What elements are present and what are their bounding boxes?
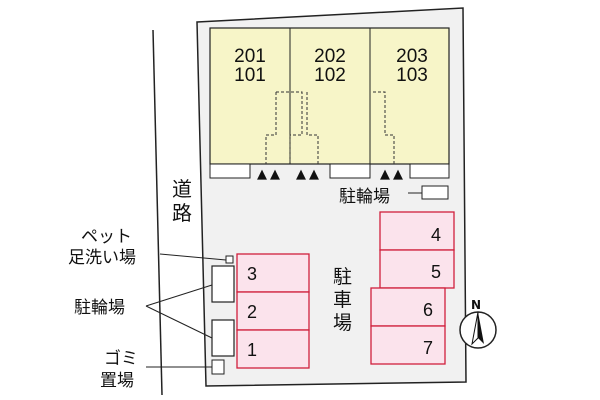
- parking-slot-6: [370, 287, 446, 327]
- bicycle-parking-right-area: [421, 185, 449, 200]
- north-arrow-needle-light: [471, 311, 479, 346]
- entrance-marker-2b: ▲: [309, 167, 319, 182]
- garbage-label-1: ゴミ: [104, 348, 138, 369]
- bicycle-parking-left-leader-2: [145, 305, 213, 339]
- unit-1-upper: 201: [234, 46, 266, 67]
- parking-slot-1: [236, 329, 310, 369]
- road-edge-line: [152, 29, 163, 396]
- road-label-char-1: 道: [172, 177, 192, 201]
- car-parking-label-char-1: 駐: [333, 266, 352, 288]
- unit-2-lower: 102: [314, 65, 346, 86]
- entrance-corridor-1: [265, 91, 303, 164]
- entrance-marker-3b: ▲: [393, 167, 403, 182]
- parking-slot-5: [379, 249, 455, 289]
- pet-footwash-label-1: ペット: [81, 227, 132, 247]
- entrance-corridor-2: [306, 92, 319, 164]
- parking-slot-4-label: 4: [431, 225, 441, 245]
- entry-strip-3: [409, 163, 450, 179]
- garbage-area: [211, 359, 225, 375]
- parking-slot-3: [236, 253, 310, 293]
- parking-slot-2: [236, 291, 310, 331]
- entry-strip-1: [209, 163, 251, 179]
- bicycle-parking-left-area-1: [211, 265, 235, 303]
- pet-footwash-label-2: 足洗い場: [68, 248, 136, 268]
- unit-2-upper: 202: [314, 46, 346, 67]
- entrance-marker-1a: ▲: [257, 167, 267, 182]
- north-arrow-needle-dark: [478, 312, 484, 344]
- parking-slot-3-label: 3: [247, 264, 257, 284]
- parking-slot-7: [370, 325, 446, 365]
- parking-slot-1-label: 1: [247, 340, 257, 360]
- entrance-corridor-3: [373, 91, 395, 164]
- bicycle-parking-left-area-2: [211, 319, 235, 357]
- unit-3-upper: 203: [396, 46, 428, 67]
- pet-footwash-marker: [225, 255, 234, 264]
- garbage-label-2: 置場: [100, 371, 134, 391]
- parking-slot-4: [379, 211, 455, 251]
- entrance-marker-1b: ▲: [270, 167, 280, 182]
- building: [209, 27, 450, 165]
- unit-3-lower: 103: [396, 65, 428, 86]
- pet-footwash-leader: [159, 253, 227, 261]
- entry-strip-2: [329, 163, 371, 179]
- bicycle-parking-left-leader-1: [145, 284, 213, 307]
- entrance-marker-3a: ▲: [380, 167, 390, 182]
- bicycle-parking-left-label: 駐輪場: [74, 298, 125, 318]
- unit-1-lower: 101: [234, 65, 266, 86]
- north-label: N: [471, 298, 481, 312]
- parking-slot-6-label: 6: [423, 300, 433, 320]
- parking-slot-5-label: 5: [431, 262, 441, 282]
- bicycle-parking-right-label: 駐輪場: [339, 187, 390, 207]
- north-arrow: N: [459, 298, 497, 349]
- car-parking-label-char-3: 場: [333, 312, 352, 334]
- car-parking-label-char-2: 車: [333, 289, 352, 311]
- entrance-marker-2a: ▲: [296, 167, 306, 182]
- road-label-char-2: 路: [172, 201, 192, 225]
- parking-slot-7-label: 7: [423, 338, 433, 358]
- parking-slot-2-label: 2: [247, 302, 257, 322]
